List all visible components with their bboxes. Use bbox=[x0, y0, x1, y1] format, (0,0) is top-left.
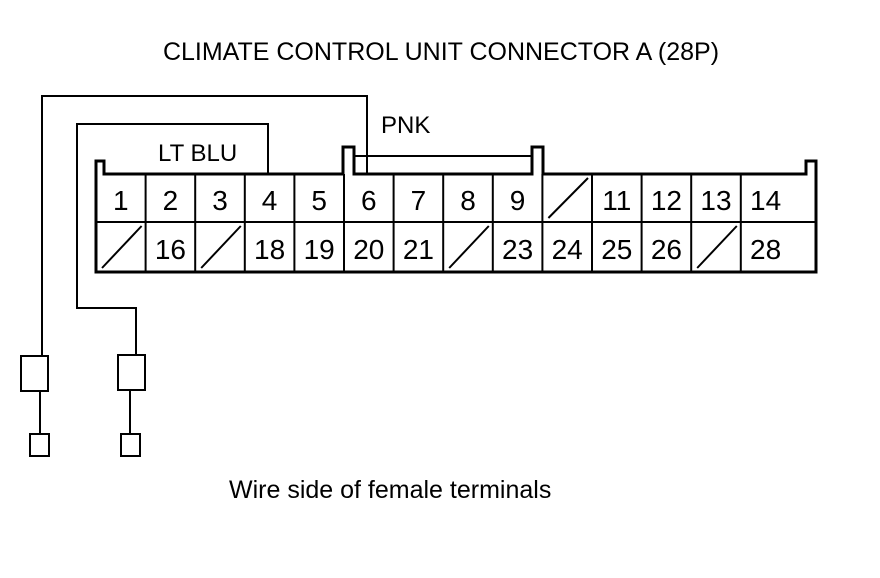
terminal-9: 9 bbox=[510, 185, 526, 216]
terminal-5: 5 bbox=[311, 185, 327, 216]
terminal-7: 7 bbox=[411, 185, 427, 216]
empty-cavity-slash bbox=[200, 225, 242, 269]
terminal-21: 21 bbox=[403, 234, 434, 265]
terminal-6: 6 bbox=[361, 185, 377, 216]
terminal-19: 19 bbox=[304, 234, 335, 265]
terminal-2: 2 bbox=[163, 185, 179, 216]
terminal-25: 25 bbox=[601, 234, 632, 265]
terminal-28: 28 bbox=[750, 234, 781, 265]
caption: Wire side of female terminals bbox=[229, 476, 551, 504]
terminal-18: 18 bbox=[254, 234, 285, 265]
terminal-24: 24 bbox=[552, 234, 583, 265]
bottom-row-cells: 16 18 19 20 21 23 24 25 26 28 bbox=[101, 222, 781, 272]
connector-housing bbox=[94, 145, 818, 274]
terminal-11: 11 bbox=[602, 185, 631, 216]
terminal-3: 3 bbox=[212, 185, 228, 216]
wire-label-lt-blu: LT BLU bbox=[158, 140, 237, 167]
terminal-26: 26 bbox=[651, 234, 682, 265]
diagram-title: CLIMATE CONTROL UNIT CONNECTOR A (28P) bbox=[163, 38, 719, 66]
terminal-4: 4 bbox=[262, 185, 278, 216]
lt-blu-terminal bbox=[117, 354, 146, 391]
terminal-14: 14 bbox=[750, 185, 781, 216]
empty-cavity-slash bbox=[448, 225, 490, 269]
pnk-probe-tip bbox=[29, 433, 50, 457]
lt-blu-wire bbox=[76, 123, 269, 355]
terminal-8: 8 bbox=[460, 185, 476, 216]
pnk-wire bbox=[41, 95, 368, 356]
pnk-terminal bbox=[20, 355, 49, 392]
terminal-1: 1 bbox=[113, 185, 129, 216]
empty-cavity-slash bbox=[696, 225, 738, 269]
empty-cavity-slash bbox=[101, 225, 143, 269]
terminal-13: 13 bbox=[700, 185, 731, 216]
wire-label-pnk: PNK bbox=[381, 112, 430, 139]
empty-cavity-slash bbox=[547, 177, 589, 219]
terminal-12: 12 bbox=[651, 185, 682, 216]
terminal-23: 23 bbox=[502, 234, 533, 265]
terminal-20: 20 bbox=[353, 234, 384, 265]
terminal-16: 16 bbox=[155, 234, 186, 265]
lt-blu-probe-tip bbox=[120, 433, 141, 457]
